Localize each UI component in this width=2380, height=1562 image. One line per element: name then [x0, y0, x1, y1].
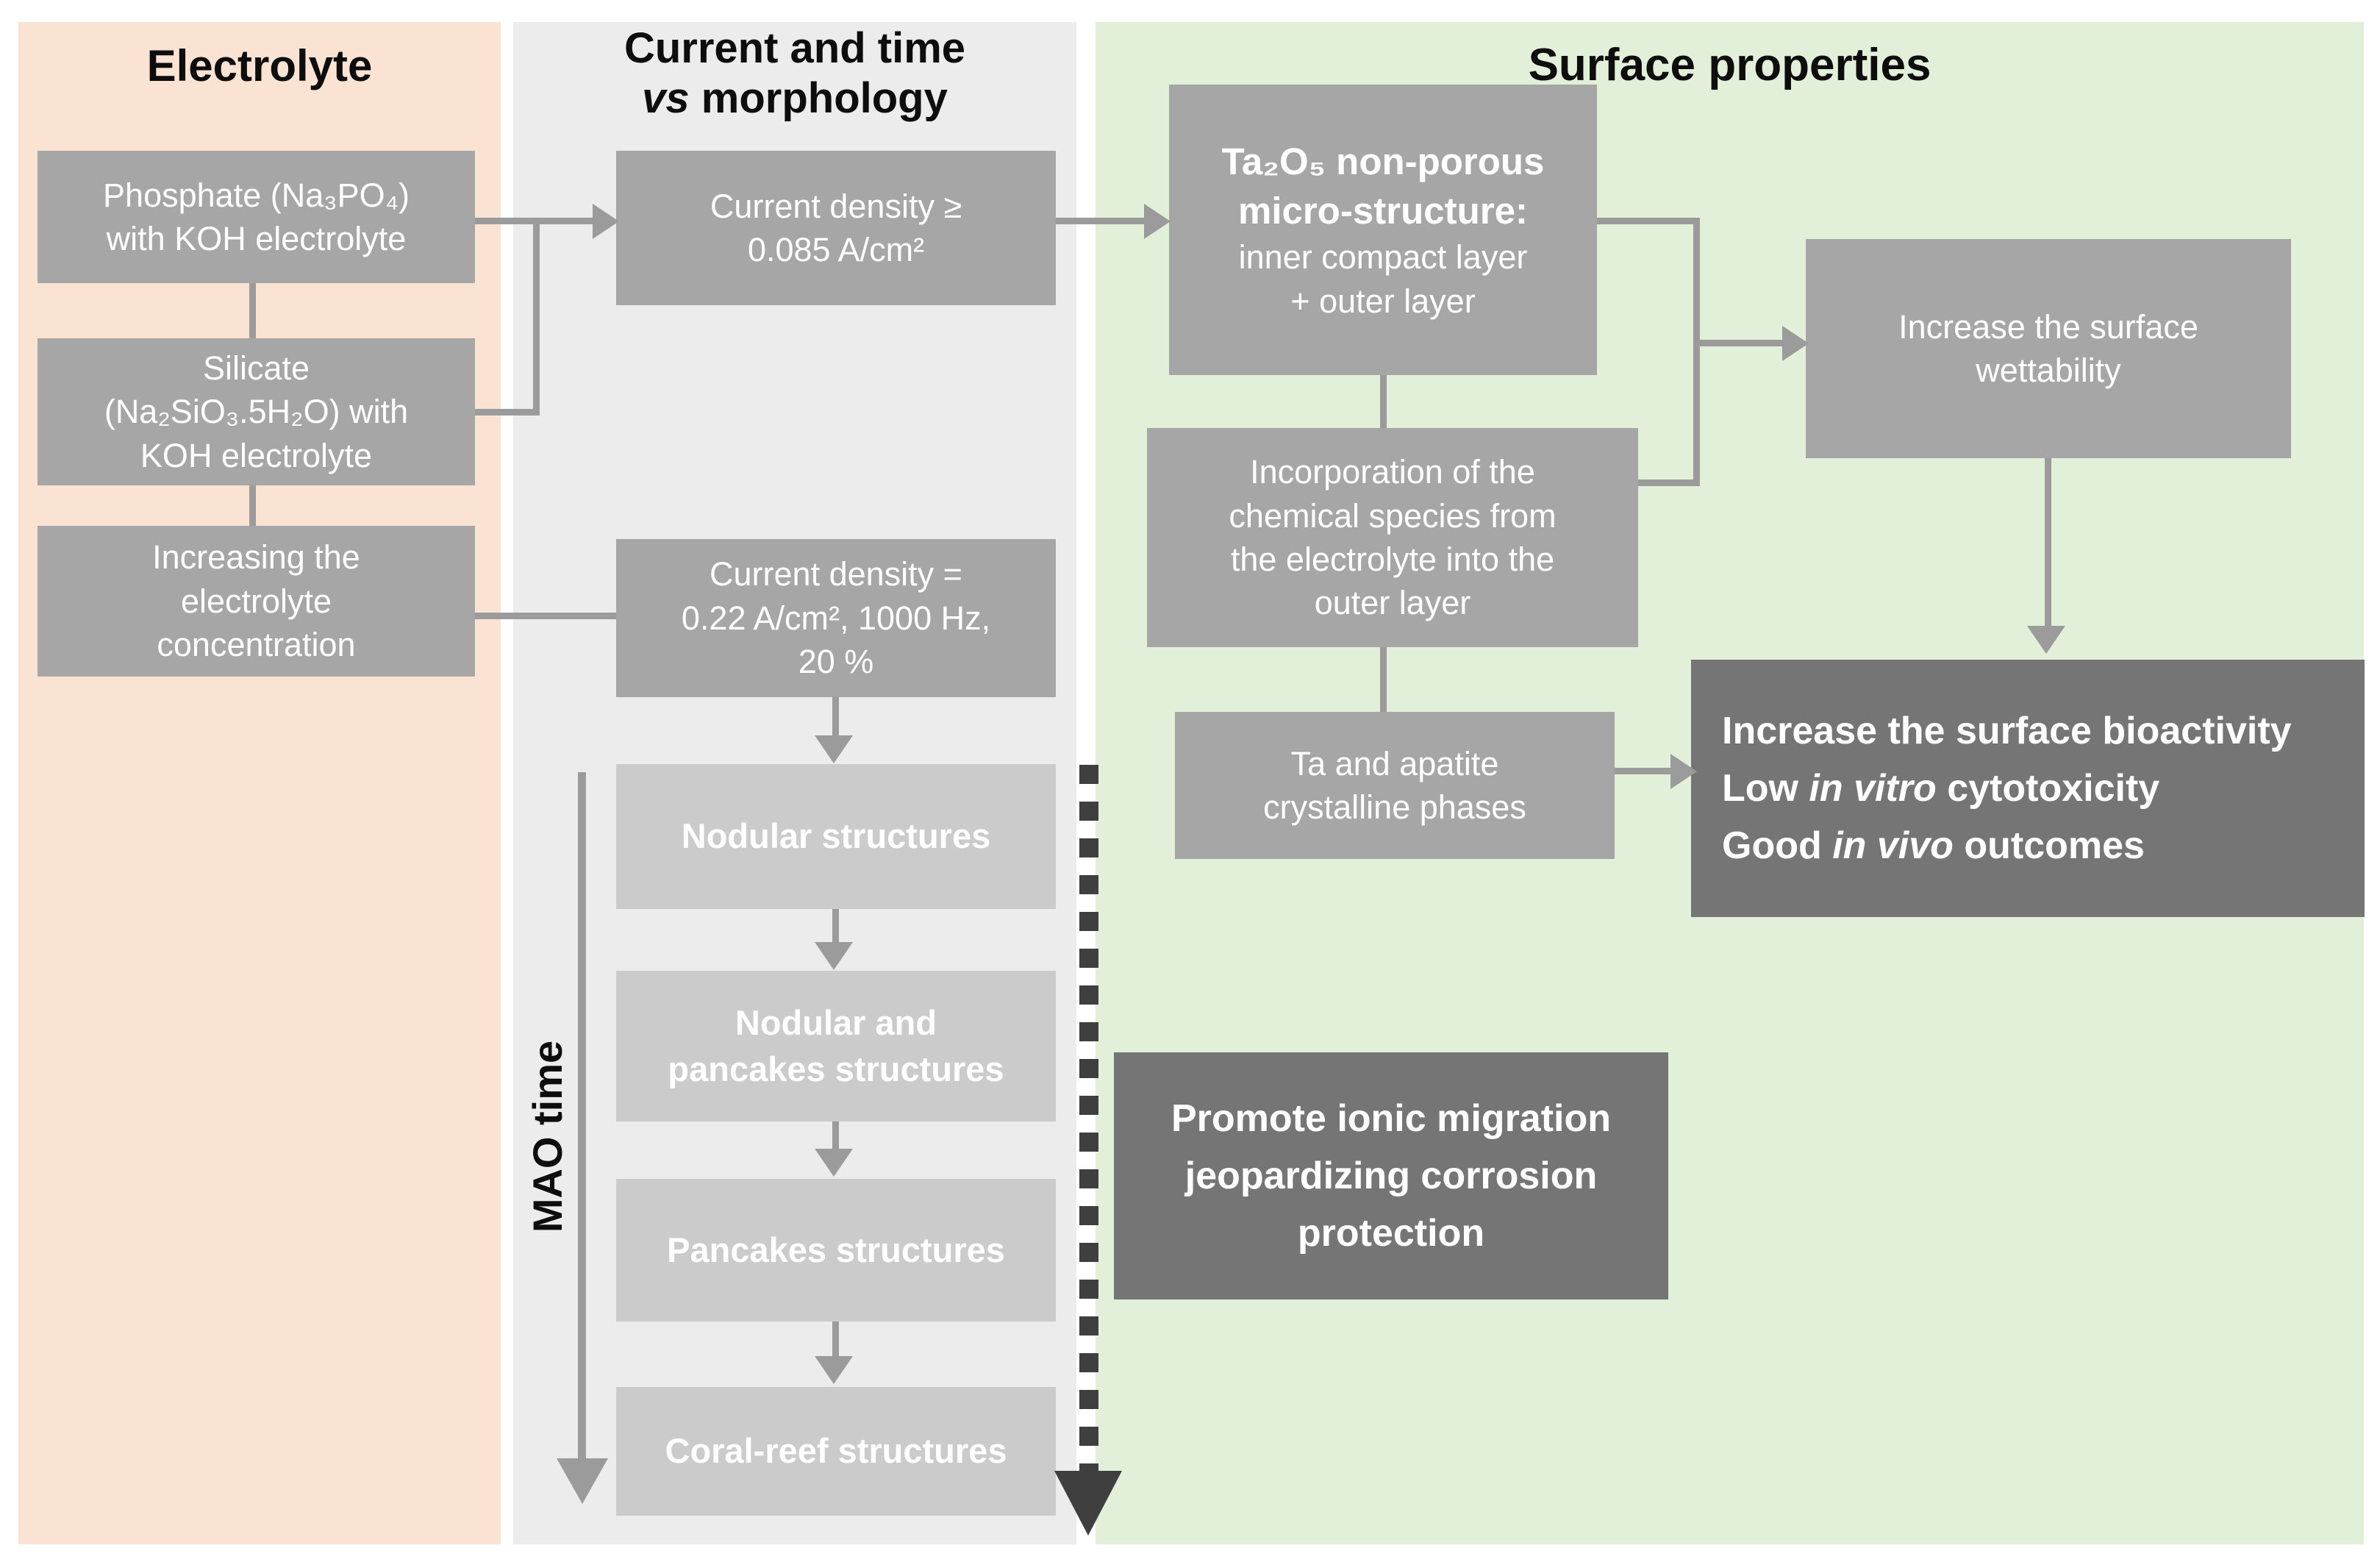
- dashed-divider-line: [1079, 765, 1098, 1471]
- connector-incorporation-taapatite: [1380, 647, 1387, 712]
- silicate-box: Silicate (Na₂SiO₃.5H₂O) with KOH electro…: [37, 338, 475, 485]
- outcomes-line1: Increase the surface bioactivity: [1722, 710, 2292, 752]
- promote-ionic-migration-box: Promote ionic migration jeopardizing cor…: [1114, 1052, 1668, 1299]
- connector-nodular-nodularpancakes: [832, 909, 839, 944]
- arrowhead-taapatite-outcomes-icon: [1670, 754, 1697, 789]
- arrowhead-pancakes-icon: [815, 1149, 853, 1177]
- outcomes-line3-pre: Good: [1722, 824, 1833, 867]
- current-time-header-line2: vs morphology: [513, 74, 1076, 124]
- outcomes-line2-pre: Low: [1722, 767, 1809, 810]
- increasing-concentration-box: Increasing the electrolyte concentration: [37, 526, 475, 677]
- connector-bus-vertical: [1693, 218, 1700, 485]
- ta2o5-structure-box: Ta₂O₅ non-porous micro-structure: inner …: [1169, 85, 1597, 375]
- mao-time-label: MAO time: [524, 1040, 571, 1233]
- current-time-header-line1: Current and time: [623, 24, 966, 72]
- connector-silicate-elbow-h: [475, 409, 540, 416]
- mao-time-arrowhead-icon: [557, 1458, 608, 1504]
- connector-incorporation-bus: [1638, 479, 1700, 486]
- outcomes-line2-post: cytotoxicity: [1936, 767, 2160, 810]
- current-density-pulse-box: Current density = 0.22 A/cm², 1000 Hz, 2…: [616, 539, 1056, 697]
- connector-pulse-nodular: [832, 697, 839, 738]
- arrowhead-into-ta2o5-icon: [1144, 204, 1171, 239]
- bioactivity-outcomes-box: Increase the surface bioactivity Low in …: [1691, 660, 2365, 917]
- connector-ta2o5-bus: [1597, 218, 1700, 224]
- arrowhead-into-outcomes-icon: [2027, 626, 2065, 654]
- nodular-pancakes-box: Nodular and pancakes structures: [616, 971, 1056, 1121]
- ta2o5-bold-text: Ta₂O₅ non-porous micro-structure:: [1221, 140, 1545, 232]
- outcomes-line3-italic: in vivo: [1832, 824, 1954, 867]
- connector-bus-wettability: [1700, 340, 1782, 346]
- connector-wettability-outcomes: [2045, 458, 2051, 627]
- arrowhead-into-wettability-icon: [1782, 326, 1809, 361]
- outcomes-line3: Good in vivo outcomes: [1722, 817, 2145, 874]
- ta2o5-rest-text: inner compact layer + outer layer: [1238, 238, 1528, 320]
- current-density-high-box: Current density ≥ 0.085 A/cm²: [616, 151, 1056, 305]
- connector-taapatite-outcomes: [1615, 768, 1670, 774]
- morphology-text: morphology: [689, 74, 948, 123]
- connector-silicate-increasing: [249, 485, 256, 526]
- arrowhead-nodular-pancakes-icon: [815, 942, 853, 970]
- outcomes-line2: Low in vitro cytotoxicity: [1722, 760, 2159, 817]
- connector-currentdensity-ta2o5: [1056, 218, 1144, 224]
- outcomes-line3-post: outcomes: [1953, 824, 2145, 867]
- mao-time-label-wrap: MAO time: [441, 971, 654, 1302]
- arrowhead-coral-icon: [815, 1356, 853, 1384]
- coral-reef-structures-box: Coral-reef structures: [616, 1387, 1056, 1516]
- outcomes-line2-italic: in vitro: [1809, 767, 1937, 810]
- connector-nodularpancakes-pancakes: [832, 1121, 839, 1151]
- connector-silicate-elbow-v: [533, 218, 540, 416]
- arrowhead-into-current-density-icon: [593, 204, 619, 239]
- incorporation-box: Incorporation of the chemical species fr…: [1147, 428, 1638, 647]
- arrowhead-nodular-icon: [815, 735, 853, 763]
- pancakes-structures-box: Pancakes structures: [616, 1179, 1056, 1322]
- connector-ta2o5-incorporation: [1380, 375, 1387, 428]
- connector-increasing-currentpulse: [475, 613, 616, 619]
- connector-phosphate-silicate: [249, 283, 256, 338]
- mao-time-axis-line: [578, 772, 586, 1460]
- vs-italic-text: vs: [642, 74, 690, 123]
- phosphate-box: Phosphate (Na₃PO₄) with KOH electrolyte: [37, 151, 475, 283]
- wettability-box: Increase the surface wettability: [1806, 239, 2291, 458]
- surface-properties-header: Surface properties: [1528, 40, 1931, 90]
- ta-apatite-box: Ta and apatite crystalline phases: [1175, 712, 1615, 859]
- current-time-header: Current and time vs morphology: [513, 24, 1076, 124]
- nodular-structures-box: Nodular structures: [616, 764, 1056, 909]
- dashed-divider-arrowhead-icon: [1054, 1471, 1122, 1536]
- connector-pancakes-coral: [832, 1322, 839, 1358]
- electrolyte-header: Electrolyte: [146, 41, 373, 90]
